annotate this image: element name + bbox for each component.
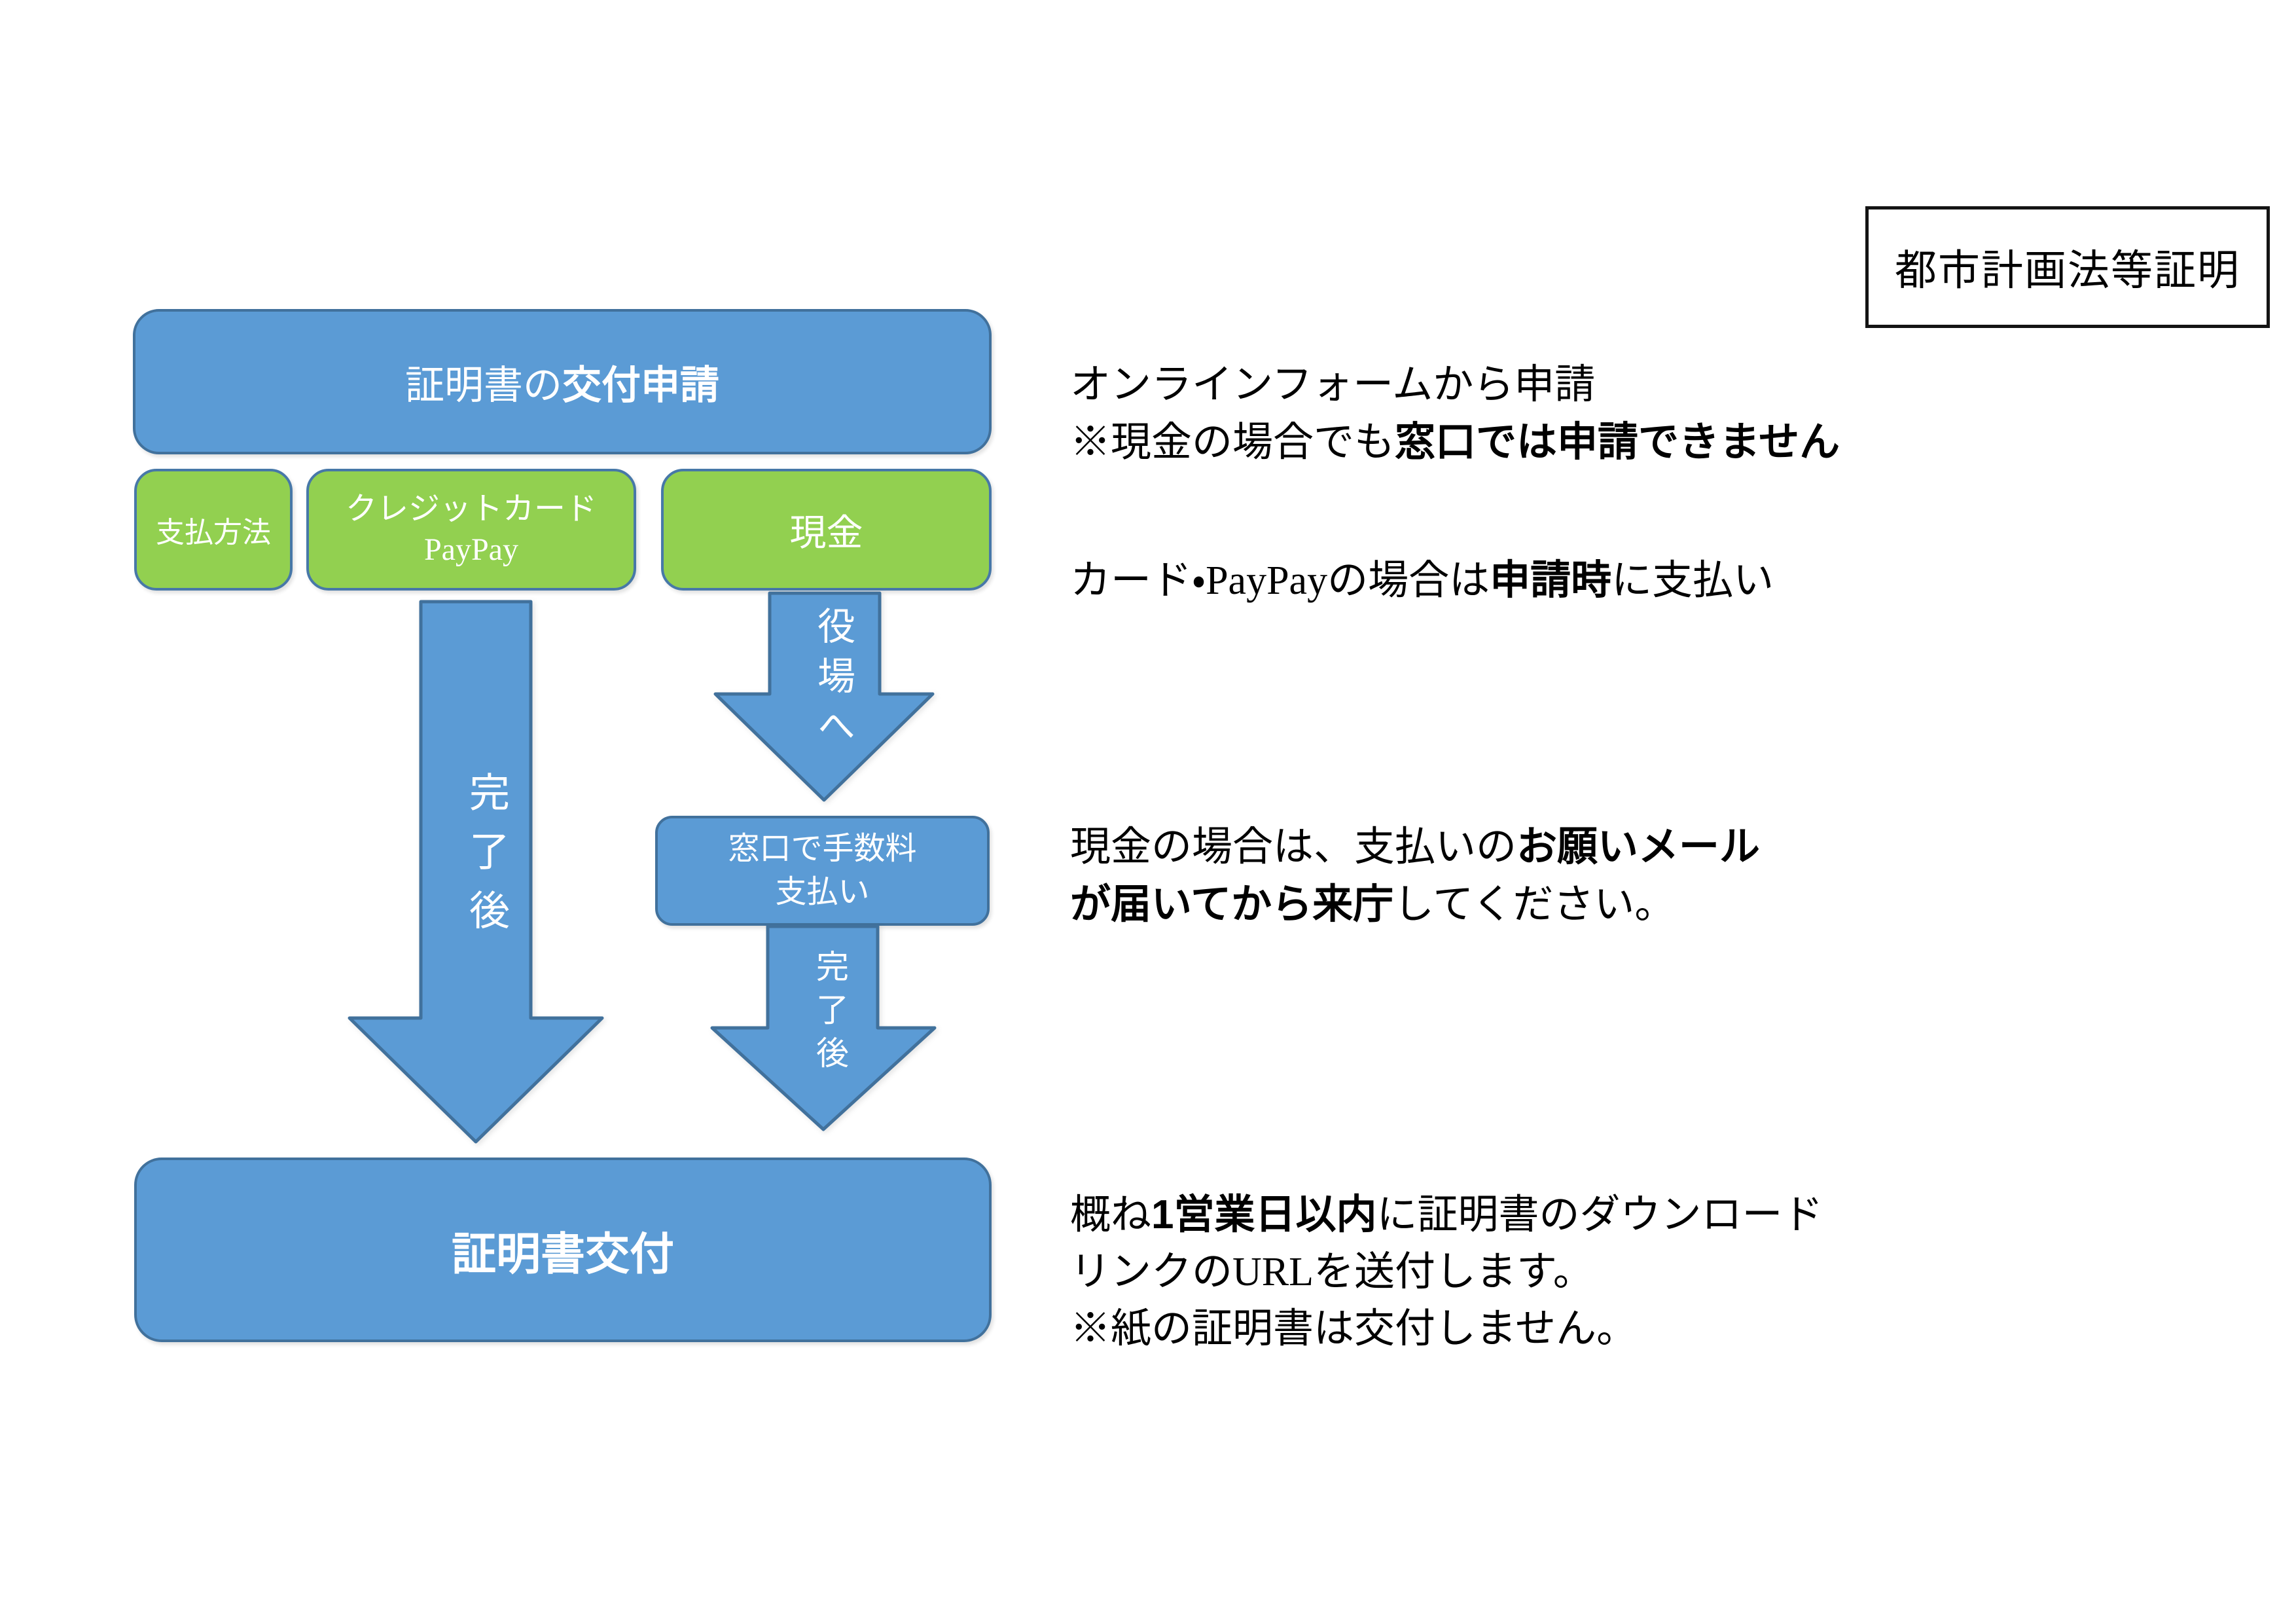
annotation-card-payment: カード・PayPayの場合は申請時に支払い <box>1070 552 1774 610</box>
cash-box: 現金 <box>661 469 992 591</box>
annotation-line: カード・PayPayの場合は申請時に支払い <box>1070 558 1774 603</box>
annotation-line: リンクのURLを送付します。 <box>1070 1250 1594 1294</box>
down-arrow-after-completion-icon <box>710 924 937 1131</box>
annotation-line: ※現金の場合でも窓口では申請できません <box>1070 420 1840 465</box>
annotation-line: 概ね1営業日以内に証明書のダウンロード <box>1070 1192 1823 1237</box>
document-tag-box: 都市計画法等証明 <box>1865 206 2270 328</box>
down-arrow-completed-icon <box>348 600 604 1144</box>
credit-paypay-box: クレジットカード PayPay <box>306 469 636 591</box>
credit-paypay-label: クレジットカード PayPay <box>345 492 597 567</box>
down-arrow-to-office-icon <box>713 591 935 802</box>
to-office-arrow-label: 役場へ <box>812 606 854 756</box>
annotation-line: 現金の場合は、支払いのお願いメール <box>1070 824 1761 869</box>
annotation-line: オンラインフォームから申請 <box>1070 363 1596 407</box>
issue-box: 証明書交付 <box>134 1158 992 1342</box>
annotation-line: が届いてから来庁してください。 <box>1070 882 1676 927</box>
payment-method-box: 支払方法 <box>134 469 293 591</box>
left-arrow-label: 完了後 <box>463 771 507 948</box>
counter-payment-box: 窓口で手数料 支払い <box>655 816 990 926</box>
annotation-online-apply: オンラインフォームから申請 ※現金の場合でも窓口では申請できません <box>1070 357 1840 471</box>
after-arrow-label: 完了後 <box>812 949 848 1079</box>
apply-box: 証明書の交付申請 <box>133 309 992 454</box>
annotation-cash-payment: 現金の場合は、支払いのお願いメール が届いてから来庁してください。 <box>1070 818 1760 934</box>
annotation-line: ※紙の証明書は交付しません。 <box>1070 1307 1638 1351</box>
annotation-issue-info: 概ね1営業日以内に証明書のダウンロード リンクのURLを送付します。 ※紙の証明… <box>1070 1186 1823 1358</box>
counter-payment-label: 窓口で手数料 支払い <box>728 831 917 909</box>
